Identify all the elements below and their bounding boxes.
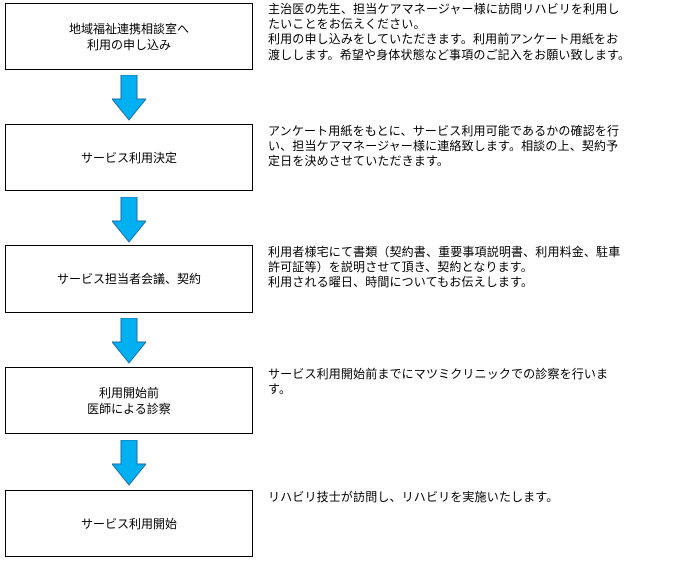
step-label-medical-exam: 利用開始前 医師による診察 <box>87 385 171 416</box>
step-label-meeting-contract: サービス担当者会議、契約 <box>56 272 201 286</box>
step-box-service-start: サービス利用開始 <box>5 490 253 557</box>
step-box-medical-exam: 利用開始前 医師による診察 <box>5 367 253 434</box>
step-description-service-decision: アンケート用紙をもとに、サービス利用可能であるかの確認を行 い、担当ケアマネージ… <box>268 124 620 169</box>
step-label-service-decision: サービス利用決定 <box>80 150 177 165</box>
down-arrow-icon <box>112 75 146 121</box>
step-box-meeting-contract: サービス担当者会議、契約 <box>5 245 253 313</box>
step-label-application: 地域福祉連携相談室へ 利用の申し込み <box>68 21 189 52</box>
step-description-medical-exam: サービス利用開始前までにマツミクリニックでの診察を行いま す。 <box>268 367 609 397</box>
step-label-service-start: サービス利用開始 <box>80 516 177 531</box>
step-description-application: 主治医の先生、担当ケアマネージャー様に訪問リハビリを利用し たいことをお伝えくだ… <box>268 2 631 62</box>
step-description-meeting-contract: 利用者様宅にて書類（契約書、重要事項説明書、利用料金、駐車 許可証等）を説明させ… <box>268 245 621 290</box>
down-arrow-icon <box>112 197 146 243</box>
step-box-application: 地域福祉連携相談室へ 利用の申し込み <box>5 3 253 70</box>
step-description-service-start: リハビリ技士が訪問し、リハビリを実施いたします。 <box>268 490 559 504</box>
step-box-service-decision: サービス利用決定 <box>5 124 253 191</box>
down-arrow-icon <box>112 318 146 364</box>
down-arrow-icon <box>112 440 146 486</box>
